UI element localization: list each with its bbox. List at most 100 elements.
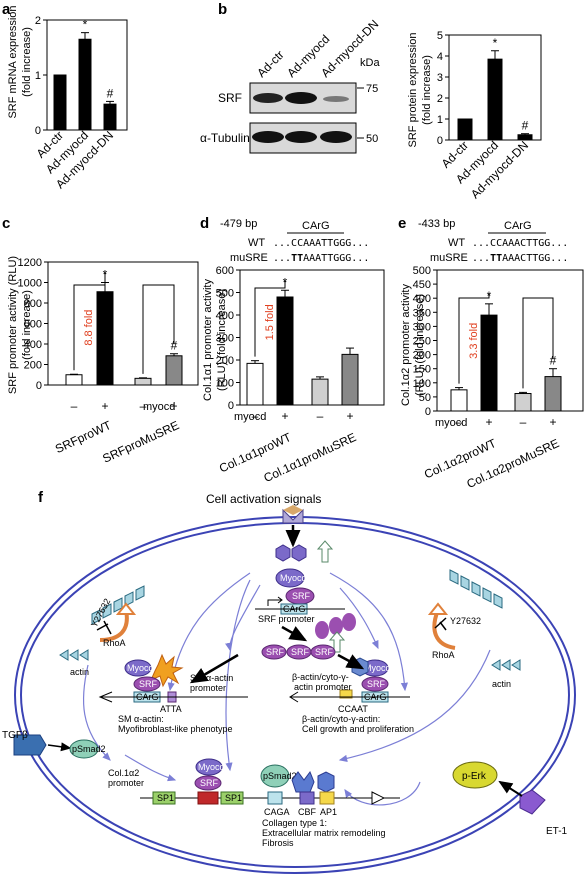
rhoa-right-label: RhoA [432,650,455,660]
srf-center-1 [261,644,287,660]
blot-row-srf: SRF [218,91,242,105]
chart-e-ytick-label: 450 [413,279,431,291]
chart-e-bar [514,393,532,412]
panel-e-ylabel-2: (RLU) (fold increase) [414,294,426,396]
myocd-sma-label: Myocd [127,663,154,673]
chart-c-ytick-label: 600 [24,319,42,331]
chart-e-bar [480,314,498,412]
ccaat-box [339,689,353,699]
flow-arrow-2 [329,572,408,692]
chart-e-ytick-label: 250 [413,336,431,348]
srf-col-label: SRF [200,778,219,788]
panel-d-myocd: myocd [234,411,266,423]
myocd-beta-label: Myocd [364,663,391,673]
chart-a-bar [103,103,117,131]
cell-activation-title: Cell activation signals [206,492,321,506]
chart-d-bracket [254,280,286,357]
chart-d-sign: + [281,409,288,423]
chart-d-ytick-label: 400 [216,310,234,322]
hexagon-1-icon [275,544,291,562]
panel-c-myocd: myocd [143,401,175,413]
ap1-label: AP1 [320,807,337,817]
up-arrow-mid-icon [328,631,346,653]
chart-c-sign: – [71,399,78,413]
chart-b-ytick-label: 2 [437,93,443,105]
chart-d-fold-label: 1.5 fold [264,304,276,340]
chart-e-annotation: # [550,354,557,368]
receptor-top-icon [282,508,304,524]
panel-e-wt-label: WT [448,237,465,249]
rhoa-arrowhead-right-icon [427,602,449,615]
chart-a-annotation: * [83,18,88,32]
chart-b-bar [487,58,503,141]
y27632-right-inhibit-icon [434,617,447,631]
chart-c-sign: + [101,399,108,413]
chart-c-bar [134,377,152,386]
chart-d-bar [246,362,264,406]
chart-e-bracket [458,293,490,384]
panel-label-a: a [2,1,11,18]
srf-cluster-1 [315,621,329,639]
chart-e-bracket [522,297,554,389]
cell-membrane-outer [14,516,576,874]
chart-c: 020040060080010001200*#–+–+SRFproWTSRFpr… [18,257,199,466]
panel-d-bp: -479 bp [220,218,257,230]
col-direction-arrow [340,791,386,805]
sma-promoter-direction [98,691,118,703]
panel-label-e: e [398,215,406,232]
chart-b-ytick-label: 0 [437,135,443,147]
chart-e-sign: + [549,415,556,429]
srf-promoter-tss [267,596,283,606]
chart-e-sign: + [485,415,492,429]
chart-d-sign: – [252,409,259,423]
srf-cluster-3 [342,613,356,631]
ap1-box [319,791,335,805]
chart-c-bracket [142,284,175,374]
srf-center-2-label: SRF [291,647,310,657]
myocd-top [275,568,305,588]
panel-label-d: d [200,215,209,232]
srf-sma-label: SRF [139,679,158,689]
chart-b-ytick-label: 4 [437,51,443,63]
flow-arrow-5 [339,587,379,650]
chart-b-ytick-label: 5 [437,30,443,42]
srf-to-beta-arrow [337,653,365,670]
col-promoter-label-1: Col.1α2 [108,768,139,778]
cbf-label: CBF [298,807,317,817]
panel-b: b Ad-ctr Ad-myocd Ad-myocd-DN kDa SRF α-… [200,1,542,201]
chart-d-bar [341,353,359,406]
panel-e-mu-seq: ...TTAAACTTGG... [472,253,568,264]
ap1-hexagon-icon [317,771,335,793]
myocd-sma [124,659,152,677]
chart-e-ytick-label: 150 [413,364,431,376]
panel-d: d -479 bp CArG WT ...CCAAATTGGG... muSRE… [200,215,385,485]
chart-c-group-label: SRFproMuSRE [100,418,181,466]
chart-d: 0100200300400500600*–+–+Col.1α1proWTCol.… [216,265,385,485]
et1-arrow [498,780,523,797]
myocd-col-label: Myocd [198,762,225,772]
chart-e-bar [544,376,562,412]
actin-filament-right [449,569,503,609]
perk-node [452,761,498,789]
tubulin-band-1 [252,131,284,143]
chart-e-sign: – [456,415,463,429]
chart-e-ytick-label: 200 [413,350,431,362]
panel-d-mu-rest: AAATTGGG... [303,253,369,264]
flow-arrow-9 [124,754,177,782]
cbf-box [299,791,315,805]
chart-e-fold-label: 3.3 fold [468,323,480,359]
chart-e-ytick-label: 300 [413,321,431,333]
panel-e-mu-label: muSRE [430,252,468,264]
chart-e-ytick-label: 50 [419,392,431,404]
up-arrow-top-icon [316,540,334,563]
chart-c-bar [165,355,183,386]
chart-c-ytick-label: 1200 [18,257,42,269]
blot-lane-3: Ad-myocd-DN [318,17,381,80]
beta-promoter-direction [289,691,305,703]
sp1-box-1 [152,791,176,805]
psmad2-left [69,739,99,759]
panel-d-mu-pre: ... [273,253,291,264]
hexagon-2-icon [291,544,307,562]
chart-c-ytick-label: 400 [24,339,42,351]
